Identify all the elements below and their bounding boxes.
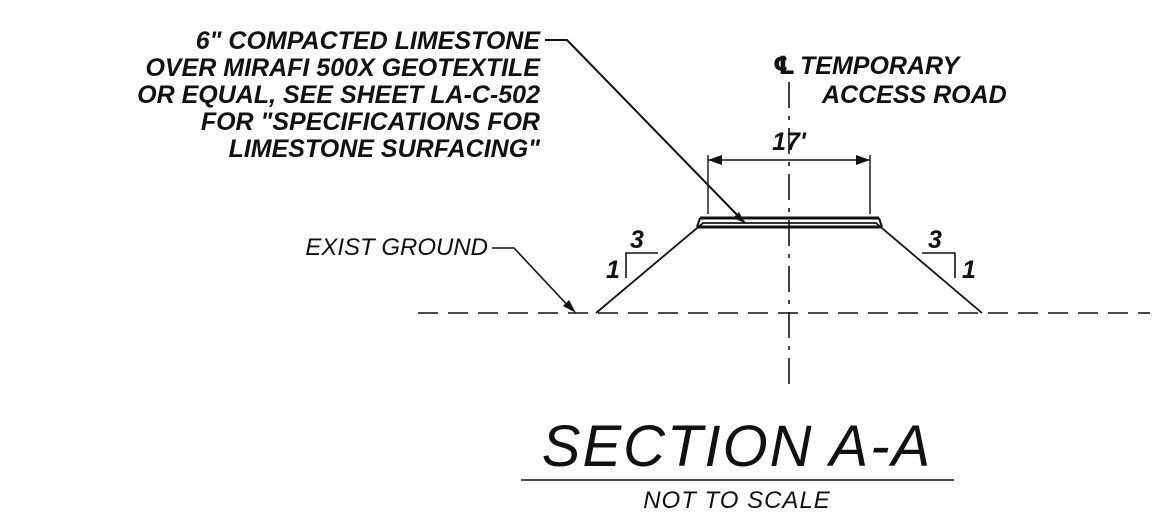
centerline-symbol: ℄ xyxy=(773,52,795,80)
centerline-label-line-2: ACCESS ROAD xyxy=(821,81,1007,109)
left-slope-triangle xyxy=(625,252,658,278)
section-title-block: SECTION A-A NOT TO SCALE xyxy=(521,414,954,514)
limestone-layer-right-edge xyxy=(878,217,883,228)
limestone-layer-left-edge xyxy=(696,217,701,228)
dimension-arrow-right xyxy=(856,155,870,165)
limestone-callout: 6" COMPACTED LIMESTONE OVER MIRAFI 500X … xyxy=(137,27,746,224)
right-slope-vertical: 1 xyxy=(962,256,976,284)
dimension-arrow-left xyxy=(708,155,722,165)
top-width-dimension: 17' xyxy=(707,128,871,214)
dimension-value: 17' xyxy=(772,128,807,156)
centerline-callout: ℄ TEMPORARY ACCESS ROAD xyxy=(773,52,1007,109)
existing-ground-leader xyxy=(492,247,573,311)
left-slope-vertical: 1 xyxy=(606,256,620,284)
left-slope-indicator: 3 1 xyxy=(606,226,658,284)
limestone-leader xyxy=(545,39,746,224)
road-embankment xyxy=(595,216,983,314)
right-slope-triangle xyxy=(922,252,956,278)
limestone-note-line-3: OR EQUAL, SEE SHEET LA-C-502 xyxy=(137,81,540,109)
limestone-note-line-1: 6" COMPACTED LIMESTONE xyxy=(196,27,542,55)
centerline-label-line-1: TEMPORARY xyxy=(800,52,962,80)
right-slope-horizontal: 3 xyxy=(928,226,942,254)
embankment-outline xyxy=(595,222,983,314)
existing-ground-arrow xyxy=(563,300,576,313)
limestone-note-line-5: LIMESTONE SURFACING" xyxy=(229,135,542,163)
right-slope-indicator: 3 1 xyxy=(922,226,976,284)
left-slope-horizontal: 3 xyxy=(630,226,644,254)
limestone-note-line-4: FOR "SPECIFICATIONS FOR xyxy=(201,108,540,136)
existing-ground-label: EXIST GROUND xyxy=(305,234,488,261)
existing-ground-callout: EXIST GROUND xyxy=(305,234,576,313)
section-subtitle: NOT TO SCALE xyxy=(643,487,831,514)
limestone-note-line-2: OVER MIRAFI 500X GEOTEXTILE xyxy=(145,54,541,82)
section-title: SECTION A-A xyxy=(542,414,932,479)
